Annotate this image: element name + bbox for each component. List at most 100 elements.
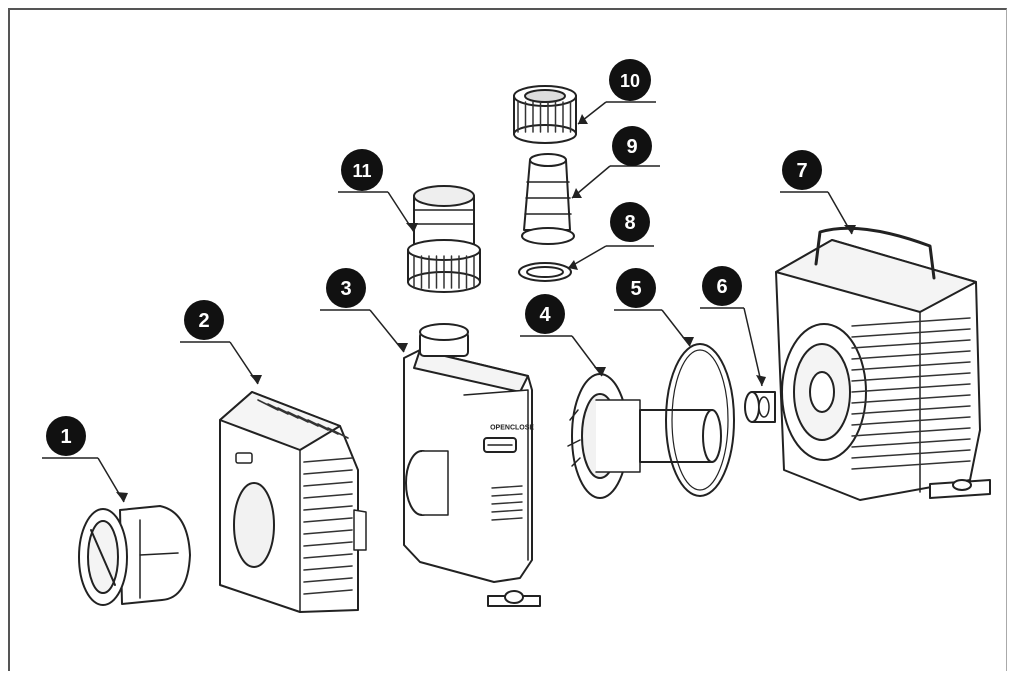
part-2-grill [257, 399, 353, 595]
housing-vent-slat [491, 501, 523, 505]
callout-7: 7 [782, 150, 822, 190]
callout-1: 1 [46, 416, 86, 456]
grill-slat [303, 541, 353, 547]
motor-grill-slat [851, 405, 971, 415]
top-vent-slat [317, 423, 339, 435]
housing-vent-slat [491, 485, 523, 489]
arrowhead-6 [756, 375, 766, 386]
leader-11 [338, 191, 415, 233]
motor-grill-slat [851, 427, 971, 437]
top-vent-slat [307, 419, 329, 431]
motor-grill-slat [851, 339, 971, 349]
arrowhead-8 [568, 260, 578, 270]
grill-slat [303, 589, 353, 595]
part-11-nut-ribs [413, 255, 475, 289]
motor-grill-slat [851, 361, 971, 371]
callout-8-label: 8 [624, 212, 635, 234]
leader-9 [571, 165, 660, 199]
leader-arrowheads [116, 114, 856, 502]
callout-4: 4 [525, 294, 565, 334]
motor-grill-slat [851, 328, 971, 338]
top-vent-slat [267, 403, 289, 415]
callout-10-label: 10 [620, 71, 640, 91]
leader-6 [700, 307, 763, 387]
top-vent-slat [257, 399, 279, 411]
grill-slat [303, 481, 353, 487]
motor-grill-slat [851, 383, 971, 393]
part-3-pump-housing [403, 323, 541, 607]
top-vent-slat [327, 427, 349, 439]
leader-3 [320, 309, 405, 353]
arrowhead-1 [116, 492, 128, 502]
arrowhead-2 [250, 375, 262, 384]
part-10-nut-ribs [517, 101, 572, 133]
grill-slat [303, 517, 353, 523]
callout-9-label: 9 [626, 136, 637, 158]
callout-5-label: 5 [630, 278, 641, 300]
callout-2-label: 2 [198, 310, 209, 332]
part-3-vent [491, 485, 523, 521]
leader-2 [180, 341, 259, 385]
callout-9: 9 [612, 126, 652, 166]
grill-slat [303, 529, 353, 535]
callout-2: 2 [184, 300, 224, 340]
callout-7-label: 7 [796, 160, 807, 182]
leader-10 [577, 101, 656, 125]
callout-11-label: 11 [352, 161, 371, 181]
callout-5: 5 [616, 268, 656, 308]
grill-slat [303, 577, 353, 583]
callout-3: 3 [326, 268, 366, 308]
grill-slat [303, 553, 353, 559]
grill-slat [303, 469, 353, 475]
housing-vent-slat [491, 517, 523, 521]
motor-grill-slat [851, 449, 971, 459]
callout-6-label: 6 [716, 276, 727, 298]
motor-grill-slat [851, 438, 971, 448]
arrowhead-10 [578, 114, 588, 124]
part-8-gasket [518, 262, 572, 282]
top-vent-slat [297, 415, 319, 427]
grill-slat [303, 493, 353, 499]
frame-border [8, 8, 1007, 671]
leader-5 [614, 309, 691, 347]
arrowhead-9 [572, 188, 582, 198]
valve-close-label: CLOSE [510, 425, 534, 432]
housing-vent-slat [491, 493, 523, 497]
part-10-top-nut [513, 85, 577, 144]
part-4-impeller [567, 373, 722, 499]
motor-grill-slat [851, 460, 971, 470]
callout-4-label: 4 [539, 304, 551, 326]
callout-badges: 1 2 3 4 5 6 7 8 9 10 11 [46, 59, 822, 456]
housing-vent-slat [491, 509, 523, 513]
callout-8: 8 [610, 202, 650, 242]
motor-grill-slat [851, 372, 971, 382]
arrowhead-7 [844, 225, 856, 234]
top-vent-slat [277, 407, 299, 419]
arrowhead-11 [406, 223, 418, 232]
valve-open-label: OPEN [490, 425, 510, 432]
part-1-inlet-cap [78, 505, 191, 606]
arrowhead-3 [396, 343, 408, 352]
callout-6: 6 [702, 266, 742, 306]
part-7-motor-body [775, 226, 991, 501]
leader-1 [42, 457, 125, 503]
top-vent-slat [287, 411, 309, 423]
motor-grill-slat [851, 394, 971, 404]
part-5-large-oring [665, 343, 735, 497]
arrowhead-4 [594, 367, 606, 376]
grill-slat [303, 505, 353, 511]
motor-grill-slat [851, 416, 971, 426]
motor-grill-slat [851, 350, 971, 360]
callout-11: 11 [341, 149, 383, 191]
arrowhead-5 [682, 337, 694, 346]
callout-1-label: 1 [60, 426, 71, 448]
part-9-small-barb [521, 153, 575, 245]
leader-4 [520, 335, 603, 377]
callout-10: 10 [609, 59, 651, 101]
grill-slat [303, 565, 353, 571]
part-6-bushing [744, 391, 776, 423]
callout-3-label: 3 [340, 278, 351, 300]
leader-8 [567, 245, 654, 269]
